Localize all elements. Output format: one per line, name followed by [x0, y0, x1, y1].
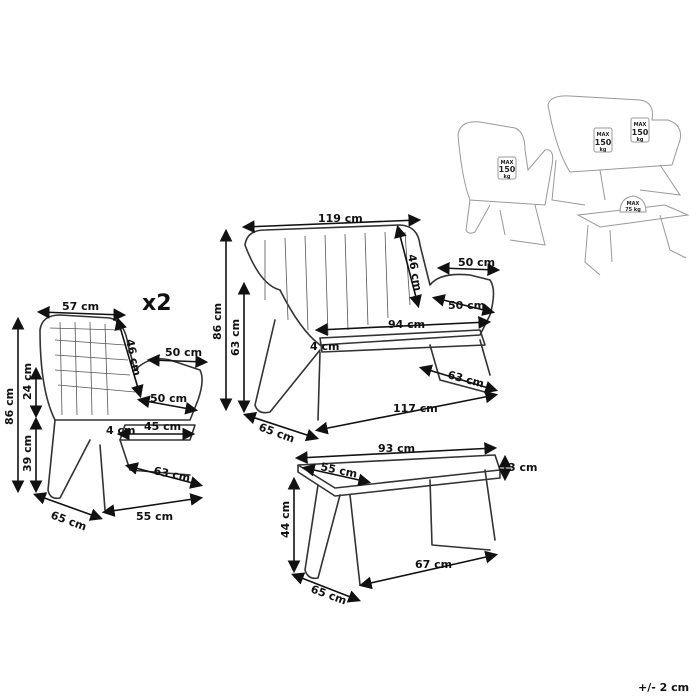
svg-text:kg: kg	[504, 174, 511, 180]
svg-text:57 cm: 57 cm	[62, 300, 99, 313]
svg-text:MAX: MAX	[597, 132, 610, 138]
svg-text:4 cm: 4 cm	[106, 424, 135, 437]
svg-text:86 cm: 86 cm	[211, 303, 224, 340]
tolerance-note: +/- 2 cm	[638, 681, 689, 694]
svg-text:117 cm: 117 cm	[393, 402, 438, 415]
svg-text:94 cm: 94 cm	[388, 318, 425, 331]
svg-text:67 cm: 67 cm	[415, 558, 452, 571]
svg-text:50 cm: 50 cm	[458, 256, 495, 269]
weight-marker-sofa-1: MAX 150 kg	[593, 127, 613, 153]
weight-marker-table: MAX 75 kg	[619, 195, 647, 213]
thumbnail-chair: MAX 150 kg	[457, 121, 554, 246]
svg-text:65 cm: 65 cm	[309, 583, 348, 608]
thumbnail-table: MAX 75 kg	[576, 195, 690, 276]
svg-text:44 cm: 44 cm	[279, 501, 292, 538]
thumbnail-sofa: MAX 150 kg MAX 150 kg	[547, 95, 682, 206]
svg-text:50 cm: 50 cm	[150, 392, 187, 405]
svg-text:kg: kg	[600, 147, 607, 153]
svg-text:46 cm: 46 cm	[405, 253, 424, 292]
svg-text:3 cm: 3 cm	[508, 461, 537, 474]
sofa-drawing	[244, 224, 495, 421]
svg-text:75 kg: 75 kg	[625, 207, 641, 213]
svg-text:63 cm: 63 cm	[229, 319, 242, 356]
armchair-dimensions: x2 57 cm 86 cm 24 cm 39 cm 46 cm 50 cm 5…	[3, 291, 209, 534]
svg-text:MAX: MAX	[634, 122, 647, 128]
svg-text:63 cm: 63 cm	[152, 464, 191, 484]
svg-text:150: 150	[632, 128, 649, 137]
svg-text:kg: kg	[637, 137, 644, 143]
svg-text:150: 150	[595, 138, 612, 147]
svg-text:86 cm: 86 cm	[3, 388, 16, 425]
quantity-label: x2	[142, 291, 172, 316]
svg-text:50 cm: 50 cm	[165, 346, 202, 359]
svg-text:46 cm: 46 cm	[123, 338, 143, 377]
svg-text:55 cm: 55 cm	[319, 460, 358, 480]
svg-text:24 cm: 24 cm	[21, 363, 34, 400]
svg-text:4 cm: 4 cm	[310, 340, 339, 353]
weight-marker-sofa-2: MAX 150 kg	[630, 117, 650, 143]
sofa-dimensions: 119 cm 86 cm 63 cm 46 cm 50 cm 50 cm 94 …	[211, 212, 501, 446]
svg-text:55 cm: 55 cm	[136, 510, 173, 523]
svg-text:50 cm: 50 cm	[448, 299, 485, 312]
svg-text:93 cm: 93 cm	[378, 442, 415, 455]
svg-text:119 cm: 119 cm	[318, 212, 363, 225]
weight-marker-chair: MAX 150 kg	[497, 156, 517, 180]
svg-text:150: 150	[499, 165, 516, 174]
svg-text:45 cm: 45 cm	[144, 420, 181, 433]
svg-text:MAX: MAX	[501, 160, 514, 166]
svg-text:39 cm: 39 cm	[21, 435, 34, 472]
svg-text:MAX: MAX	[627, 201, 640, 207]
